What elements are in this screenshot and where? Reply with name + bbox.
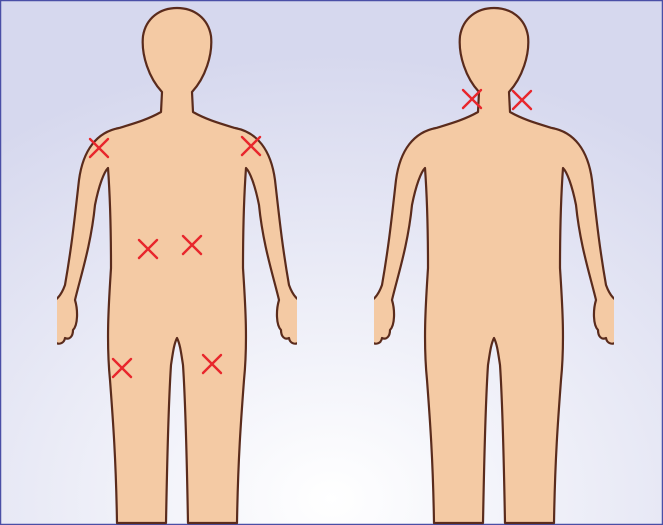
diagram-canvas bbox=[0, 0, 663, 525]
body-diagram bbox=[0, 0, 663, 525]
diagram-background bbox=[0, 0, 663, 525]
